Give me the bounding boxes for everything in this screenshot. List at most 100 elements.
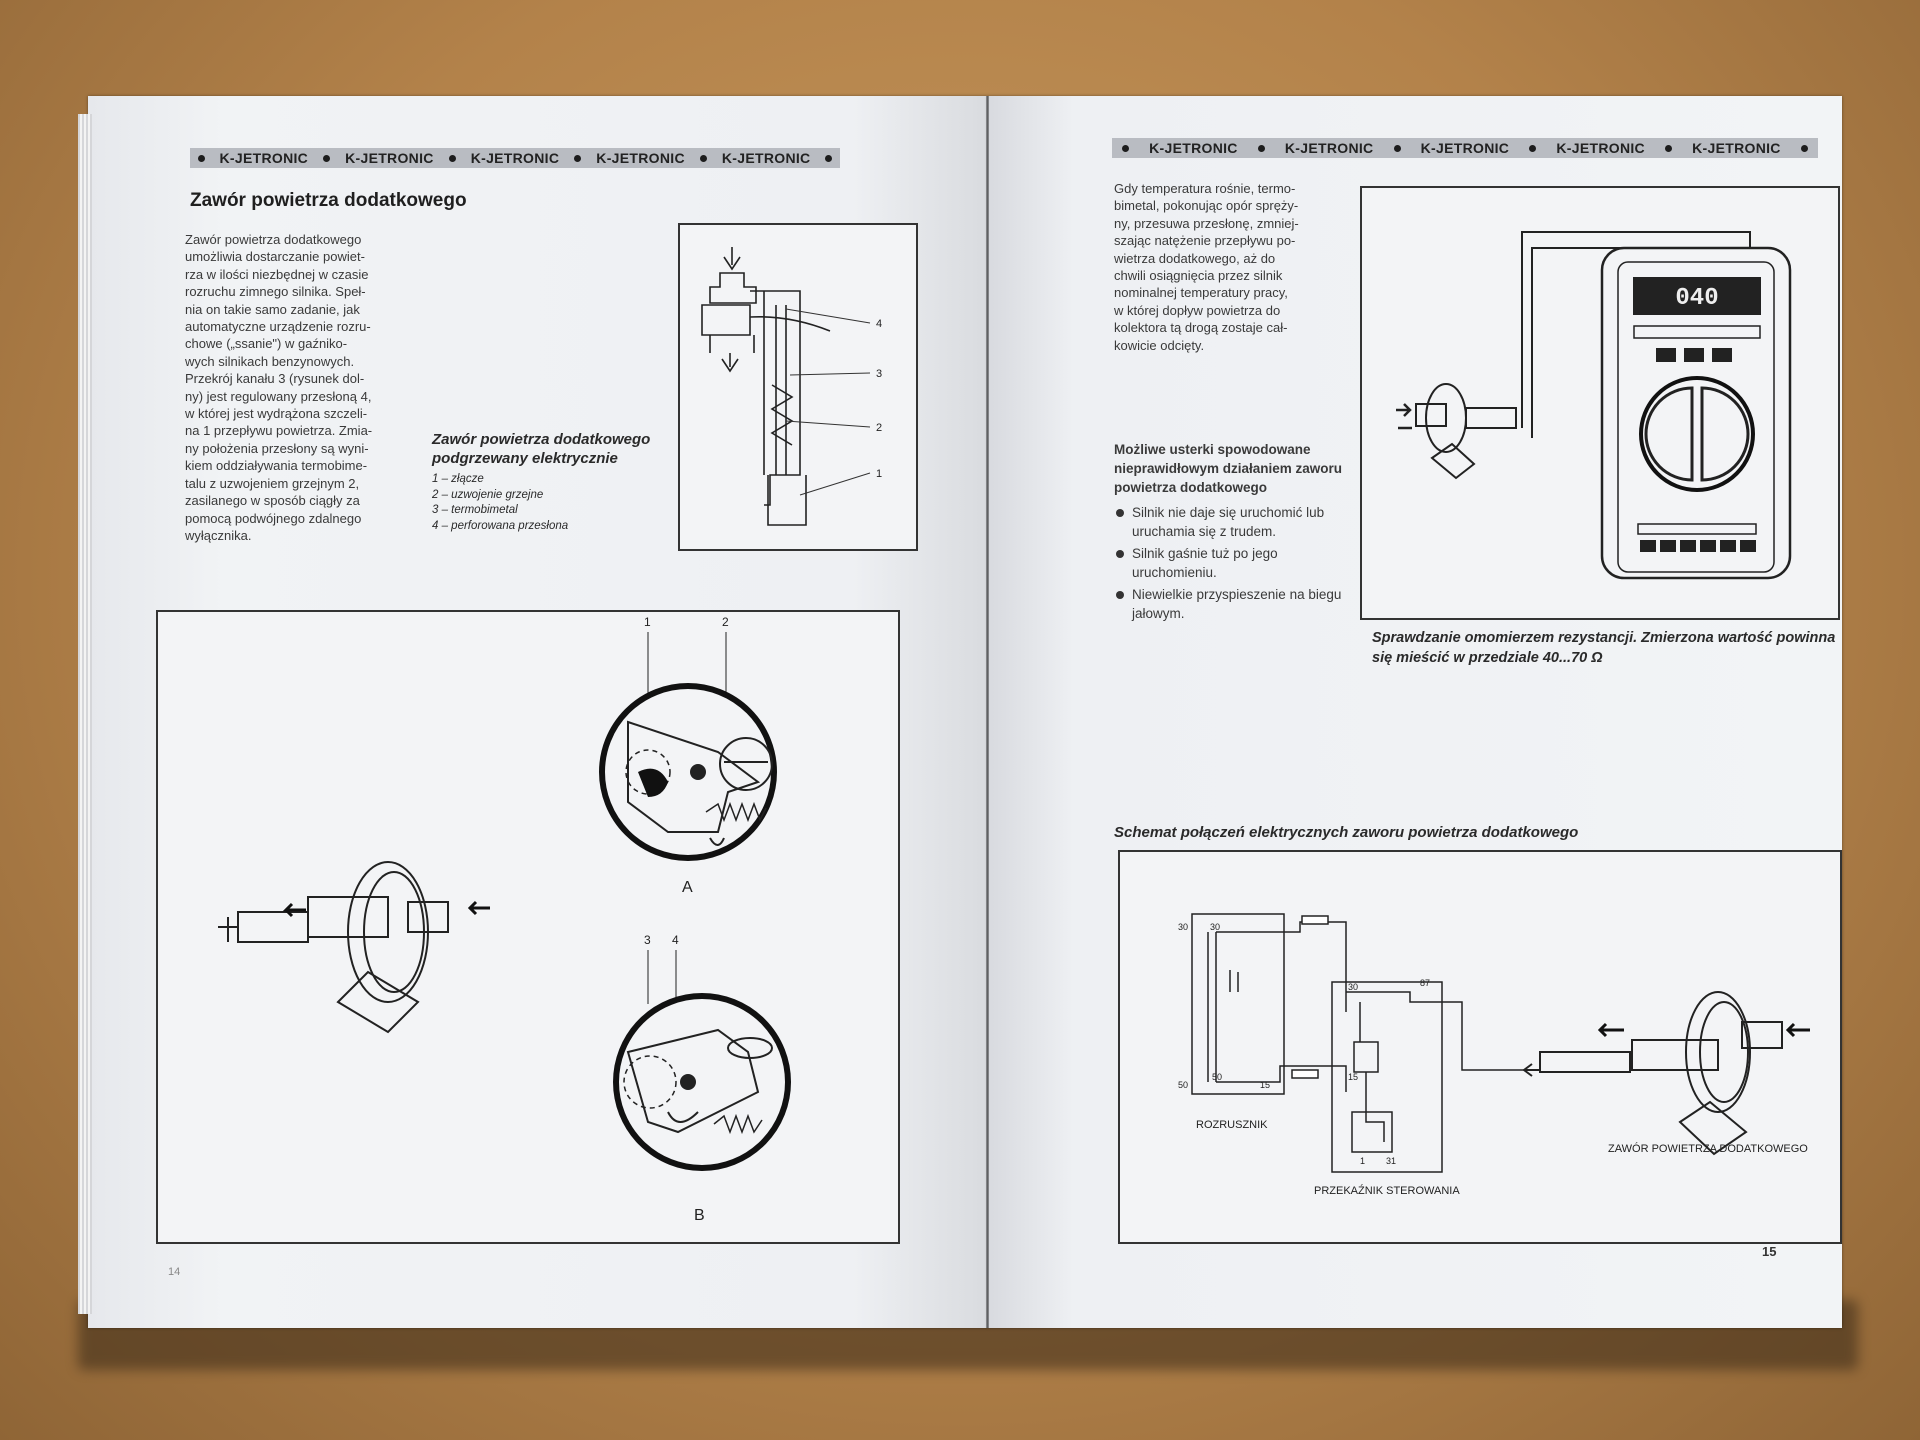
text-line: ny położenia przesłony są wyni- bbox=[185, 440, 369, 456]
text-line: szając natężenie przepływu po- bbox=[1114, 233, 1296, 249]
page-number-right: 15 bbox=[1762, 1244, 1777, 1259]
header-label: K-JETRONIC bbox=[470, 150, 560, 166]
header-label: K-JETRONIC bbox=[721, 150, 811, 166]
caption-item: 1 – złącze bbox=[432, 473, 484, 485]
faults-title: Możliwe usterki spowodowane nieprawidłow… bbox=[1114, 442, 1343, 495]
open-booklet: K-JETRONIC K-JETRONIC K-JETRONIC K-JETRO… bbox=[78, 96, 1842, 1328]
book-spine bbox=[986, 96, 989, 1328]
header-dot bbox=[825, 154, 833, 162]
fault-text: Silnik gaśnie tuż po jego uruchomieniu. bbox=[1132, 546, 1278, 580]
small-valve-drawing bbox=[1415, 383, 1517, 480]
terminal-label: 15 bbox=[1348, 1072, 1358, 1082]
header-dot bbox=[1529, 144, 1537, 152]
terminal-label: 87 bbox=[1420, 978, 1430, 988]
ohmmeter-caption: Sprawdzanie omomierzem rezystancji. Zmie… bbox=[1372, 630, 1836, 666]
text-line: rza w ilości niezbędnej w czasie bbox=[185, 266, 369, 282]
text-line: w której dopływ powietrza do bbox=[1114, 302, 1281, 318]
header-dot bbox=[699, 154, 707, 162]
starter-box bbox=[1191, 913, 1285, 1095]
disc-label-a: A bbox=[682, 879, 693, 896]
ohmmeter-figure: 040 bbox=[1396, 231, 1792, 580]
header-dot bbox=[197, 154, 205, 162]
terminal-label: 50 bbox=[1178, 1080, 1188, 1090]
fault-text: Silnik nie daje się uruchomić lub urucha… bbox=[1132, 505, 1325, 539]
caption-item: 4 – perforowana przesłona bbox=[432, 519, 569, 532]
text-line: nia on takie samo zadanie, jak bbox=[185, 301, 360, 317]
caption-item: 2 – uzwojenie grzejne bbox=[432, 488, 544, 501]
header-bar-right: K-JETRONIC K-JETRONIC K-JETRONIC K-JETRO… bbox=[1112, 138, 1818, 158]
caption-title: Zawór powietrza dodatkowego podgrzewany … bbox=[432, 431, 651, 467]
text-line: kowicie odcięty. bbox=[1114, 337, 1205, 353]
text-line: talu z uzwojeniem grzejnym 2, bbox=[185, 475, 360, 491]
section-number: 4 bbox=[876, 318, 882, 330]
display-value: 040 bbox=[1675, 285, 1718, 312]
terminal-label: 30 bbox=[1348, 982, 1358, 992]
wiring-schema-frame: 30 30 50 50 15 30 87 15 1 31 ROZRUSZNIK … bbox=[1118, 850, 1842, 1244]
terminal-label: 31 bbox=[1386, 1156, 1396, 1166]
text-line: kolektora tą drogą zostaje cał- bbox=[1114, 320, 1288, 336]
left-page: K-JETRONIC K-JETRONIC K-JETRONIC K-JETRO… bbox=[78, 96, 988, 1328]
text-line: w której jest wydrążona szczeli- bbox=[185, 406, 368, 422]
valve-label: ZAWÓR POWIETRZA DODATKOWEGO bbox=[1608, 1142, 1808, 1155]
bullet-icon bbox=[1116, 509, 1124, 517]
disc-b bbox=[613, 993, 791, 1171]
terminal-label: 50 bbox=[1212, 1072, 1222, 1082]
figure-number: 2 bbox=[722, 615, 729, 629]
relay-box bbox=[1331, 981, 1443, 1173]
header-dot bbox=[1800, 144, 1808, 152]
fault-text: Niewielkie przyspieszenie na biegu jałow… bbox=[1132, 587, 1342, 621]
text-line: wych silnikach benzynowych. bbox=[185, 353, 355, 369]
figure-number: 3 bbox=[644, 933, 651, 947]
section-number: 2 bbox=[876, 422, 882, 434]
text-line: chowe („ssanie") w gaźniko- bbox=[185, 336, 348, 352]
header-dot bbox=[574, 154, 582, 162]
header-label: K-JETRONIC bbox=[596, 150, 685, 166]
header-dot bbox=[448, 154, 456, 162]
caption-item: 3 – termobimetal bbox=[432, 504, 518, 516]
bullet-icon bbox=[1116, 591, 1124, 599]
terminal-label: 30 bbox=[1210, 922, 1220, 932]
left-body-text: Zawór powietrza dodatkowego umożliwia do… bbox=[185, 231, 413, 544]
text-line: rozruchu zimnego silnika. Speł- bbox=[185, 284, 366, 300]
text-line: pomocą podwójnego zdalnego bbox=[185, 510, 362, 526]
text-line: kiem oddziaływania termobime- bbox=[185, 458, 368, 474]
text-line: nominalnej temperatury pracy, bbox=[1114, 285, 1288, 301]
schema-valve-drawing bbox=[1539, 991, 1783, 1156]
right-page: K-JETRONIC K-JETRONIC K-JETRONIC K-JETRO… bbox=[988, 96, 1842, 1328]
text-line: bimetal, pokonując opór spręży- bbox=[1114, 198, 1299, 214]
text-line: zasilanego w sposób ciągły za bbox=[185, 493, 360, 509]
fault-item: Silnik gaśnie tuż po jego uruchomieniu. bbox=[1114, 544, 1350, 582]
header-label: K-JETRONIC bbox=[1556, 140, 1645, 156]
page-number-left: 14 bbox=[168, 1266, 181, 1278]
header-dot bbox=[1122, 144, 1130, 152]
section-number: 1 bbox=[876, 468, 882, 480]
relay-label: PRZEKAŹNIK STEROWANIA bbox=[1314, 1184, 1460, 1197]
right-body-text: Gdy temperatura rośnie, termo- bimetal, … bbox=[1114, 180, 1342, 354]
terminal-label: 15 bbox=[1260, 1080, 1270, 1090]
page-title: Zawór powietrza dodatkowego bbox=[190, 190, 467, 211]
header-bar-left: K-JETRONIC K-JETRONIC K-JETRONIC K-JETRO… bbox=[190, 148, 840, 168]
text-line: Przekrój kanału 3 (rysunek dol- bbox=[185, 371, 365, 387]
text-line: wyłącznika. bbox=[185, 527, 252, 543]
header-label: K-JETRONIC bbox=[1692, 140, 1781, 156]
header-dot bbox=[1257, 144, 1265, 152]
figure-number: 4 bbox=[672, 933, 679, 947]
header-dot bbox=[1665, 144, 1673, 152]
bullet-icon bbox=[1116, 550, 1124, 558]
ohmmeter-dial bbox=[1639, 376, 1755, 492]
text-line: ny, przesuwa przesłonę, zmniej- bbox=[1114, 215, 1299, 231]
section-drawing-frame: 4 3 2 1 bbox=[678, 223, 918, 551]
valve-section-drawing: 4 3 2 1 bbox=[701, 247, 882, 526]
terminal-label: 30 bbox=[1178, 922, 1188, 932]
valve-exploded-figure-frame: 1 2 3 4 A bbox=[156, 610, 900, 1244]
text-line: chwili osiągnięcia przez silnik bbox=[1114, 268, 1283, 284]
header-dot bbox=[1393, 144, 1401, 152]
figure-number: 1 bbox=[644, 615, 651, 629]
text-line: Gdy temperatura rośnie, termo- bbox=[1114, 181, 1296, 196]
text-line: umożliwia dostarczanie powiet- bbox=[185, 249, 365, 265]
header-dot bbox=[323, 154, 331, 162]
valve-body-drawing bbox=[218, 861, 449, 1034]
text-line: Zawór powietrza dodatkowego bbox=[185, 232, 362, 247]
ohmmeter-figure-frame: 040 bbox=[1360, 186, 1840, 620]
text-line: ny) jest regulowany przesłoną 4, bbox=[185, 388, 372, 404]
